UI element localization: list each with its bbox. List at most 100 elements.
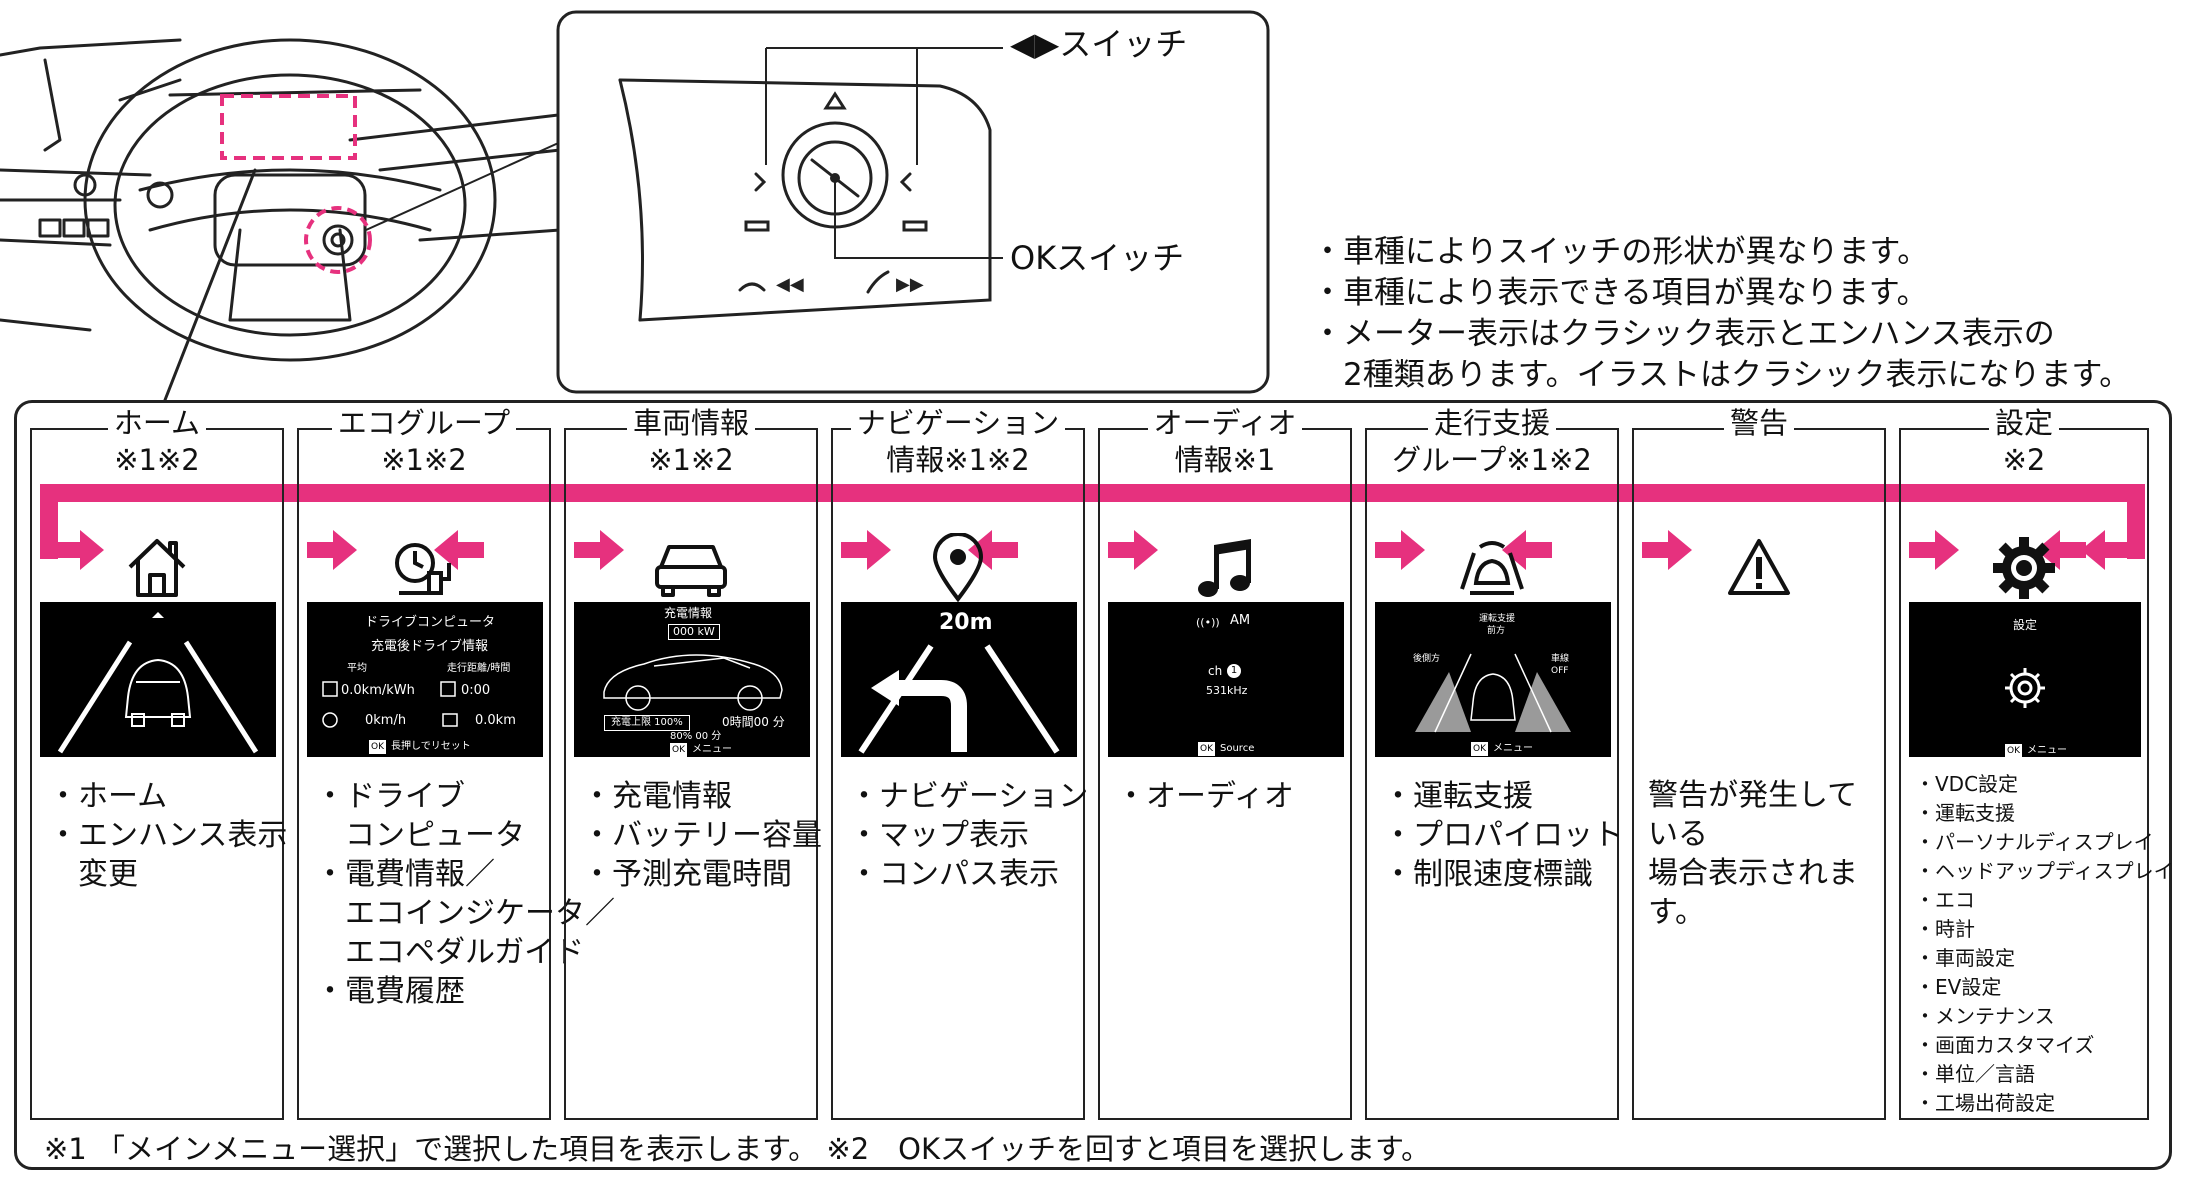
flow-arrow-left xyxy=(2036,530,2086,570)
settings-title: 設定 xyxy=(2013,618,2038,632)
audio-screen: ((•)) AM ch 1 531kHz OK Source xyxy=(1108,602,1344,757)
warning-description: 場合表示されます。 xyxy=(1648,856,1858,930)
list-item: ・工場出荷設定 xyxy=(1915,1091,2055,1115)
list-item: 変更 xyxy=(78,857,138,892)
charge-remaining: 0時間00 分 xyxy=(722,715,785,729)
list-item: ・充電情報 xyxy=(582,779,732,814)
list-item: ・ナビゲーション xyxy=(849,779,1089,814)
column-subtitle: 情報※1※2 xyxy=(880,442,1036,479)
audio-channel-num: 1 xyxy=(1227,664,1241,678)
menu-label: メニュー xyxy=(692,744,732,755)
notes: ・車種によりスイッチの形状が異なります。 ・車種により表示できる項目が異なります… xyxy=(1312,232,2172,396)
vehicle-screen: 充電情報 000 kW 充電上限 100% 0時間00 分 80% 00 分 O… xyxy=(574,602,810,757)
column-title: 走行支援 xyxy=(1427,405,1556,442)
column-title: 車両情報 xyxy=(626,405,755,442)
note-line: ・メーター表示はクラシック表示とエンハンス表示の xyxy=(1312,316,2055,352)
map-pin-icon xyxy=(932,533,984,603)
nav-screen: 20m xyxy=(841,602,1077,757)
car-icon xyxy=(655,545,727,597)
list-item: ・車両設定 xyxy=(1915,946,2015,970)
settings-screen: 設定 OK メニュー xyxy=(1909,602,2141,757)
music-note-icon xyxy=(1198,539,1251,597)
column-subtitle: グループ※1※2 xyxy=(1386,442,1598,479)
column-home: ホーム※1※2 ・ホーム ・エンハンス表示 変更 xyxy=(30,405,288,1120)
column-subtitle: 情報※1 xyxy=(1168,442,1282,479)
list-item: ・メンテナンス xyxy=(1915,1004,2055,1028)
audio-channel-label: ch xyxy=(1208,664,1223,678)
list-item: ・プロパイロット xyxy=(1383,818,1623,853)
menu-label: メニュー xyxy=(1493,743,1533,754)
flow-arrow-right xyxy=(307,530,357,570)
column-subtitle: ※2 xyxy=(1996,442,2052,479)
column-navigation: ナビゲーション情報※1※2 20m ・ナビゲーション ・マップ表示 ・コンパス表… xyxy=(831,405,1089,1120)
column-title: 警告 xyxy=(1723,405,1794,442)
column-settings: 設定※2 設定 OK メニュー ・VDC設定 ・運転支援 ・パーソナルディスプ xyxy=(1899,405,2174,1120)
column-warning: 警告 警告が発生している 場合表示されます。 xyxy=(1632,405,1886,1120)
flow-arrow-right xyxy=(1375,530,1425,570)
svg-text:◀◀: ◀◀ xyxy=(776,274,804,295)
flow-arrow-left xyxy=(434,530,484,570)
ok-switch-label: OKスイッチ xyxy=(1010,239,1185,277)
steering-illustration: ◀◀ ▶▶ xyxy=(0,10,1270,402)
list-item: ・バッテリー容量 xyxy=(582,818,822,853)
column-eco: エコグループ※1※2 ドライブコンピュータ 充電後ドライブ情報 平均 走行距離/… xyxy=(297,405,615,1120)
column-subtitle: ※1※2 xyxy=(642,442,740,479)
menu-label: メニュー xyxy=(2027,745,2067,756)
eco-screen-title: ドライブコンピュータ xyxy=(365,615,496,630)
charge-bottom: 80% 00 分 xyxy=(670,731,722,742)
list-item: ・オーディオ xyxy=(1116,779,1294,814)
assist-subtitle: 前方 xyxy=(1487,626,1506,636)
footnote: ※1 「メインメニュー選択」で選択した項目を表示します。 ※2 OKスイッチを回… xyxy=(44,1132,1431,1166)
reset-hint: 長押しでリセット xyxy=(391,741,471,752)
column-title: ホーム xyxy=(107,405,207,442)
flow-arrow-right xyxy=(841,530,891,570)
list-item: ・エンハンス表示 xyxy=(48,818,288,853)
charge-power: 000 kW xyxy=(668,624,720,640)
list-item: ・パーソナルディスプレイ xyxy=(1915,830,2154,854)
note-line: ・車種によりスイッチの形状が異なります。 xyxy=(1312,234,1929,270)
audio-band: AM xyxy=(1230,613,1251,628)
list-item: ・制限速度標識 xyxy=(1383,857,1593,892)
list-item: ・エコ xyxy=(1915,888,1975,912)
audio-freq: 531kHz xyxy=(1206,684,1248,697)
flow-arrow-left xyxy=(1502,530,1552,570)
list-item: ・マップ表示 xyxy=(849,818,1029,853)
column-driving-assist: 走行支援グループ※1※2 運転支援 前方 後側方 車線 OFF OK メニュー … xyxy=(1365,405,1623,1120)
ok-badge: OK xyxy=(670,743,687,757)
list-item: エコインジケータ／ xyxy=(345,896,615,931)
list-item: ・VDC設定 xyxy=(1915,772,2019,796)
assist-title: 運転支援 xyxy=(1479,614,1516,624)
ok-badge: OK xyxy=(1471,742,1488,756)
ok-badge: OK xyxy=(1198,742,1215,756)
assist-lane: 車線 xyxy=(1551,654,1570,664)
column-vehicle: 車両情報※1※2 充電情報 000 kW 充電上限 100% 0時間00 分 8… xyxy=(564,405,822,1120)
column-title: 設定 xyxy=(1988,405,2059,442)
svg-text:▶▶: ▶▶ xyxy=(896,274,924,295)
time-value: 0:00 xyxy=(461,683,491,698)
nav-distance: 20m xyxy=(939,610,993,635)
menu-frame xyxy=(14,400,2172,1170)
list-item: ・コンパス表示 xyxy=(849,857,1059,892)
flow-arrow-right xyxy=(1909,530,1959,570)
avg-label: 平均 xyxy=(347,663,367,674)
lr-switch-label: ◀▶スイッチ xyxy=(1010,25,1188,63)
ok-badge: OK xyxy=(2005,744,2022,757)
dist-time-label: 走行距離/時間 xyxy=(447,663,511,674)
driving-assist-icon xyxy=(1460,541,1524,595)
note-line: 2種類あります。イラストはクラシック表示になります。 xyxy=(1312,357,2131,393)
list-item: ・時計 xyxy=(1915,917,1975,941)
assist-screen: 運転支援 前方 後側方 車線 OFF OK メニュー xyxy=(1375,602,1611,757)
warning-icon xyxy=(1728,539,1790,595)
charge-title: 充電情報 xyxy=(664,606,713,620)
list-item: ・運転支援 xyxy=(1383,779,1533,814)
eco-screen-subtitle: 充電後ドライブ情報 xyxy=(371,639,489,654)
list-item: ・ドライブ xyxy=(315,779,465,814)
list-item: ・ホーム xyxy=(48,779,168,814)
assist-off: OFF xyxy=(1551,666,1569,676)
distance-value: 0.0km xyxy=(475,713,516,728)
column-audio: オーディオ情報※1 ((•)) AM ch 1 531kHz OK Source… xyxy=(1098,405,1352,1120)
radio-wave-icon: ((•)) xyxy=(1196,616,1220,629)
energy-value: 0.0km/kWh xyxy=(341,683,415,698)
assist-rear-side: 後側方 xyxy=(1413,654,1441,664)
gear-icon xyxy=(1993,537,2055,599)
